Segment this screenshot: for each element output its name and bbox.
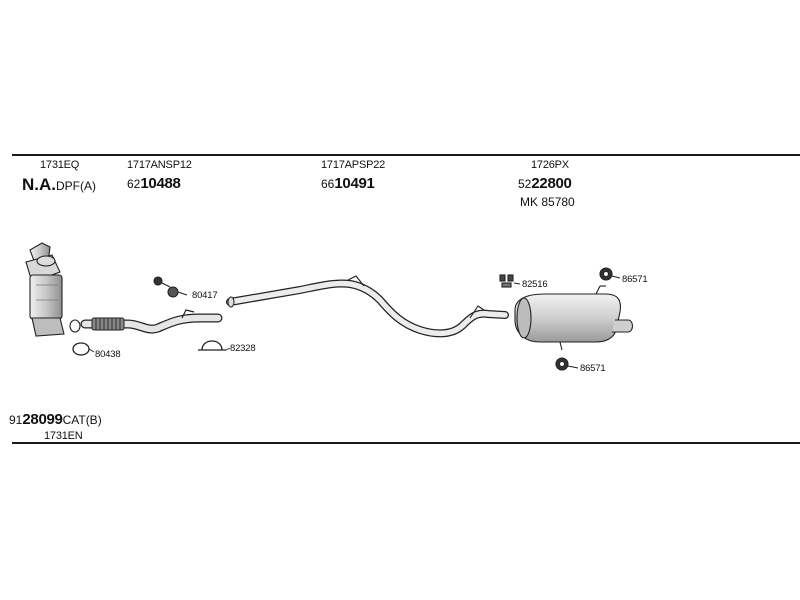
part-label-82516: 82516 <box>522 279 548 290</box>
intermediate-pipe <box>226 275 509 338</box>
flange-gasket <box>69 319 81 333</box>
part-label-80417: 80417 <box>192 290 218 301</box>
bottom-divider <box>12 442 800 444</box>
col2-main: 10488 <box>140 175 181 192</box>
col4-mk-prefix: MK <box>520 195 538 209</box>
part-label-86571-top: 86571 <box>622 274 648 285</box>
col3-code: 1717APSP22 <box>321 159 386 171</box>
col4-main: 22800 <box>531 175 572 192</box>
part-label-86571-bottom: 86571 <box>580 363 606 374</box>
col1-main: N.A. <box>22 175 56 194</box>
u-clamp-82328 <box>198 340 231 351</box>
catalytic-converter <box>25 242 65 337</box>
footer-number: 9128099CAT(B) <box>9 412 102 428</box>
hanger-82516 <box>499 274 521 288</box>
col1-suffix: DPF(A) <box>56 179 96 193</box>
part-label-82328: 82328 <box>230 343 256 354</box>
top-divider <box>12 154 800 156</box>
col3-main: 10491 <box>334 175 375 192</box>
col1-code: 1731EQ <box>40 159 80 171</box>
footer-code: 1731EN <box>44 430 83 442</box>
col2-prefix: 62 <box>127 177 141 191</box>
col1-number: N.A.DPF(A) <box>22 176 96 194</box>
footer-suffix: CAT(B) <box>62 413 102 427</box>
col3-number: 6610491 <box>321 176 375 192</box>
rubber-mount-86571-bottom <box>555 357 579 371</box>
col4-mk: MK 85780 <box>520 196 575 208</box>
rubber-mount-86571-top <box>599 267 621 281</box>
clamp-80438 <box>72 342 95 356</box>
col2-number: 6210488 <box>127 176 181 192</box>
part-label-80438: 80438 <box>95 349 121 360</box>
rear-silencer <box>514 285 634 351</box>
col4-mk-number: 85780 <box>541 195 575 209</box>
col4-code: 1726PX <box>531 159 569 171</box>
footer-main: 28099 <box>22 411 63 428</box>
col4-prefix: 52 <box>518 177 532 191</box>
front-pipe <box>80 309 223 334</box>
mounting-rubber-80417 <box>153 276 188 298</box>
footer-prefix: 91 <box>9 413 23 427</box>
col3-prefix: 66 <box>321 177 335 191</box>
col2-code: 1717ANSP12 <box>127 159 192 171</box>
col4-number: 5222800 <box>518 176 572 192</box>
